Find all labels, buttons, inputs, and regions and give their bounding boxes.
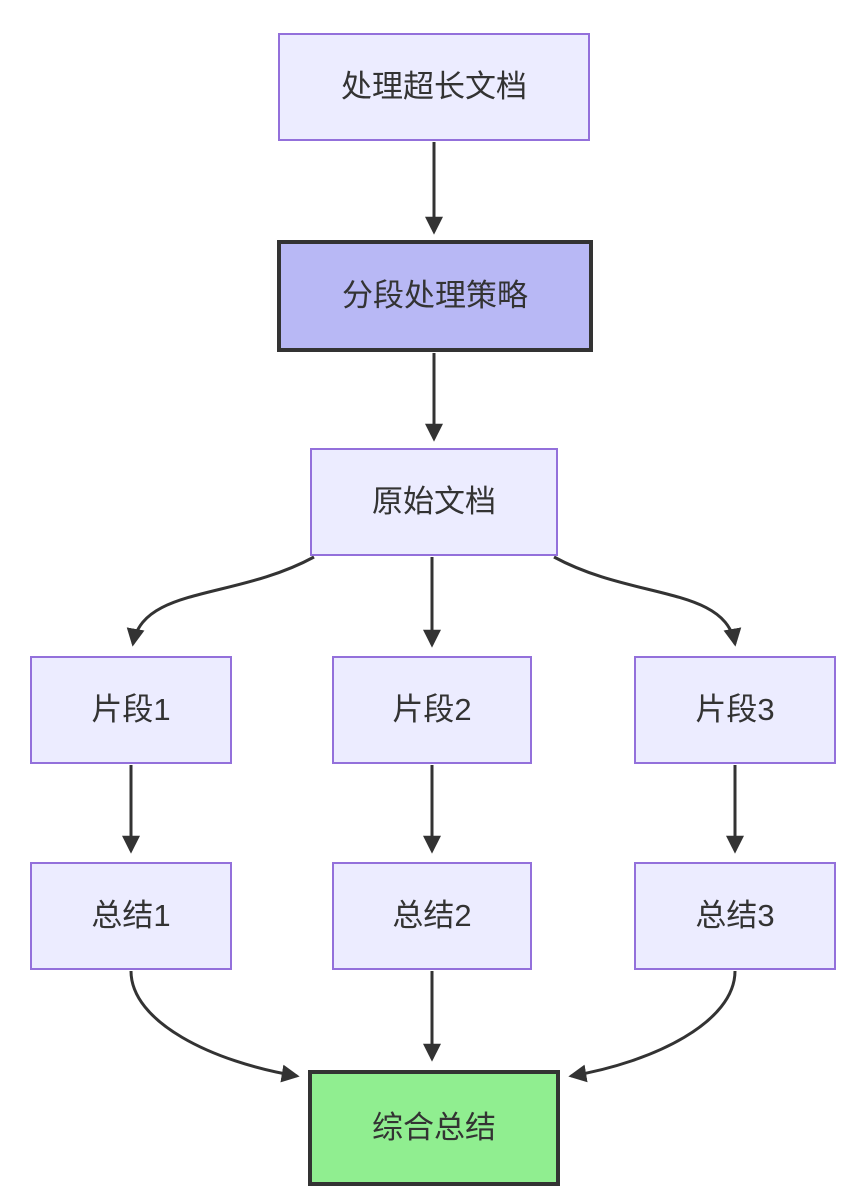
node-label: 片段3 [695,692,775,728]
node-label: 综合总结 [372,1110,496,1146]
node-label: 分段处理策略 [342,278,528,314]
node-summary-3: 总结3 [634,862,836,970]
node-label: 总结3 [695,898,775,934]
node-label: 片段1 [91,692,171,728]
node-label: 片段2 [392,692,472,728]
node-summary-1: 总结1 [30,862,232,970]
node-label: 处理超长文档 [341,69,527,105]
edge-c-d1 [126,555,315,647]
node-fragment-1: 片段1 [30,656,232,764]
node-label: 原始文档 [372,484,496,520]
edge-e3-f [568,970,737,1083]
edge-e1-f [129,970,300,1083]
node-fragment-2: 片段2 [332,656,532,764]
node-handle-long-document: 处理超长文档 [278,33,590,141]
node-final-summary: 综合总结 [308,1070,560,1186]
node-original-document: 原始文档 [310,448,558,556]
edge-c-d3 [553,555,742,647]
node-summary-2: 总结2 [332,862,532,970]
node-segmentation-strategy: 分段处理策略 [277,240,593,352]
node-label: 总结2 [392,898,472,934]
node-label: 总结1 [91,898,171,934]
node-fragment-3: 片段3 [634,656,836,764]
